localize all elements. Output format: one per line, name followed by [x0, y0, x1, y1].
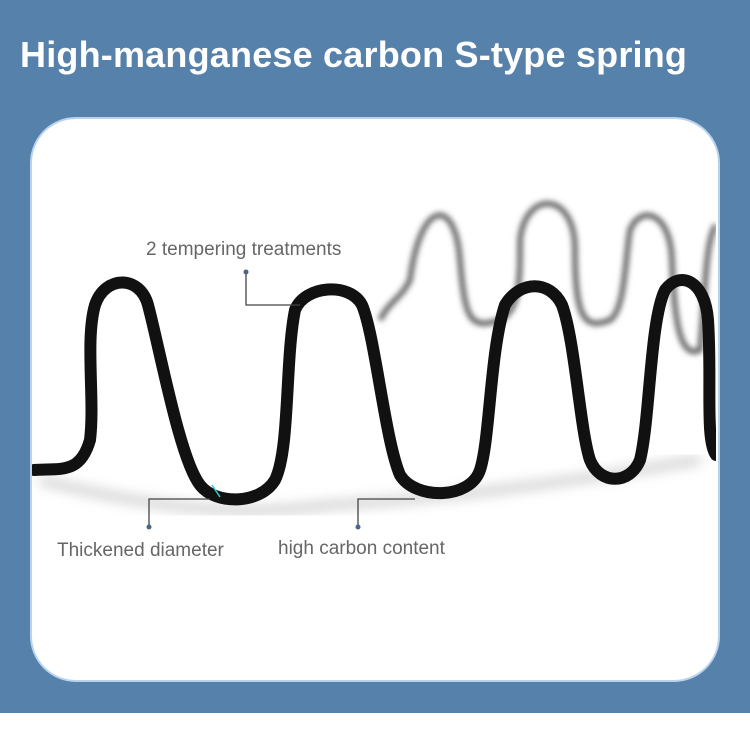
- diameter-marker: [211, 484, 221, 498]
- callout-dot: [146, 524, 152, 530]
- background-spring-blurred: [377, 201, 716, 354]
- callout-tempering-label: 2 tempering treatments: [146, 239, 342, 260]
- product-card: [30, 117, 720, 682]
- page-title: High-manganese carbon S-type spring: [20, 34, 688, 75]
- callout-carbon-line: [357, 498, 415, 527]
- callout-tempering-line: [245, 272, 300, 306]
- main-spring: [32, 274, 716, 506]
- callout-diameter-label: Thickened diameter: [57, 540, 224, 561]
- callout-dot: [355, 524, 361, 530]
- spring-shadow: [39, 456, 701, 515]
- callout-carbon-label: high carbon content: [278, 538, 445, 559]
- callout-diameter-line: [148, 498, 210, 527]
- callout-dot: [243, 269, 249, 275]
